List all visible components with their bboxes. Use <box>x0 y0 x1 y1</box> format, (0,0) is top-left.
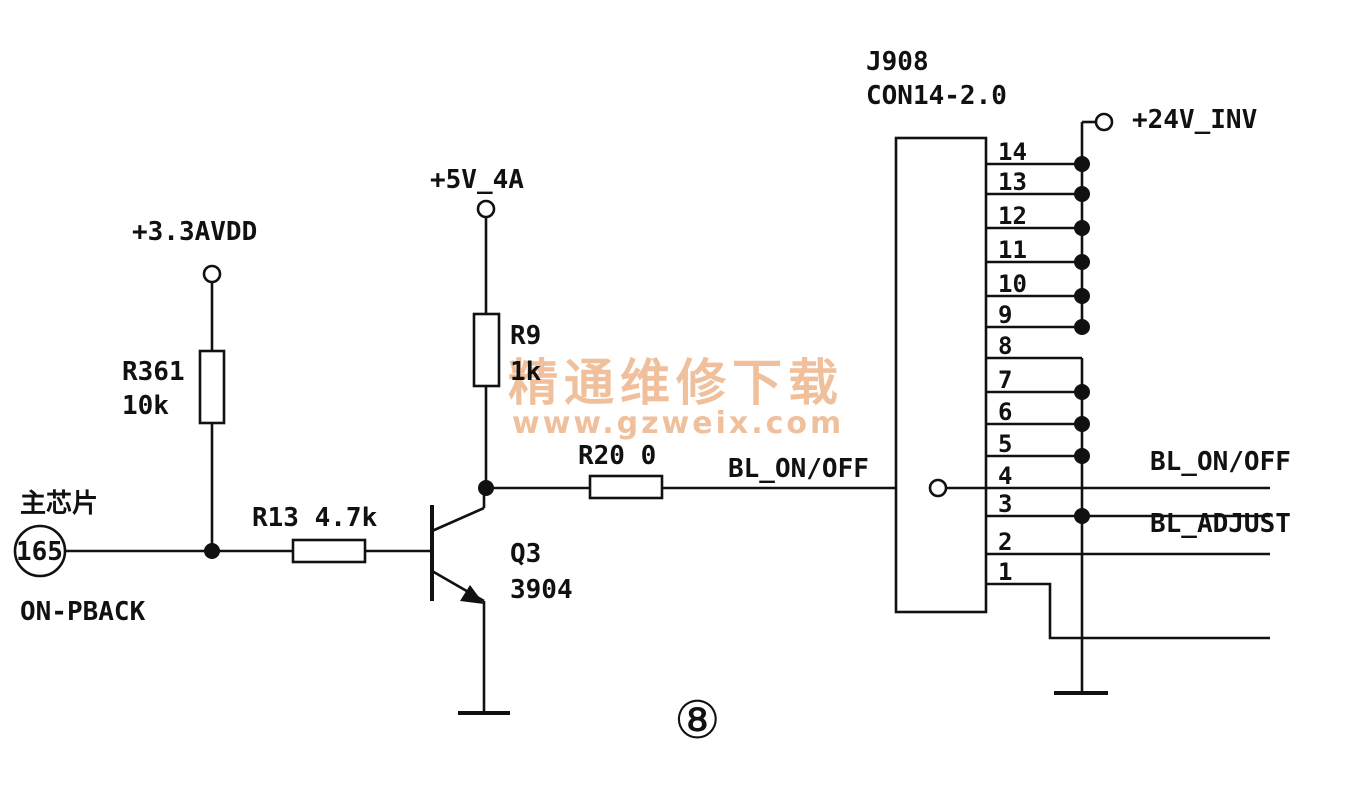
figure-number: ⑧ <box>674 691 721 751</box>
q3-emitter-arrow <box>460 585 484 604</box>
r20-resistor <box>588 474 664 500</box>
pin-label-4: 4 <box>998 462 1012 490</box>
pin-label-7: 7 <box>998 366 1012 394</box>
r9-name: R9 <box>510 321 541 351</box>
net-bl-onoff-label: BL_ON/OFF <box>728 454 869 484</box>
watermark-url: www.gzweix.com <box>512 406 844 441</box>
pin-label-9: 9 <box>998 301 1012 329</box>
r361-name: R361 <box>122 357 185 387</box>
pin-label-11: 11 <box>998 236 1027 264</box>
main-chip-label: 主芯片 <box>20 489 98 519</box>
pin-label-1: 1 <box>998 558 1012 586</box>
r20-label: R20 0 <box>578 441 656 471</box>
pin-label-5: 5 <box>998 430 1012 458</box>
q3-part: 3904 <box>510 575 573 605</box>
q3-name: Q3 <box>510 539 541 569</box>
pin-label-8: 8 <box>998 332 1012 360</box>
chip-pin-number: 165 <box>16 537 63 567</box>
wire-pin1-out <box>986 582 1270 640</box>
r361-value: 10k <box>122 391 169 421</box>
junction-r361 <box>204 543 220 559</box>
v5-terminal <box>476 199 496 219</box>
pin-label-10: 10 <box>998 270 1027 298</box>
on-pback-label: ON-PBACK <box>20 597 146 627</box>
j908-body <box>894 136 988 614</box>
pin-label-3: 3 <box>998 490 1012 518</box>
j908-name: J908 <box>866 47 929 77</box>
r361-resistor <box>198 349 226 425</box>
r13-label: R13 4.7k <box>252 503 378 533</box>
pin-label-6: 6 <box>998 398 1012 426</box>
v24-label: +24V_INV <box>1132 105 1257 135</box>
pin-label-13: 13 <box>998 168 1027 196</box>
v24-terminal <box>1094 112 1114 132</box>
r9-value: 1k <box>510 357 542 387</box>
out-bl-adjust-label: BL_ADJUST <box>1150 509 1291 539</box>
watermark-chinese: 精通维修下载 <box>508 353 844 412</box>
q3-collector-leg <box>431 506 485 533</box>
r9-resistor <box>472 312 501 388</box>
j908-part: CON14-2.0 <box>866 81 1007 111</box>
vdd33-terminal <box>202 264 222 284</box>
pin-label-14: 14 <box>998 138 1027 166</box>
out-bl-onoff-label: BL_ON/OFF <box>1150 447 1291 477</box>
r13-resistor <box>291 538 367 564</box>
pin-label-2: 2 <box>998 528 1012 556</box>
pin-label-12: 12 <box>998 202 1027 230</box>
v5-label: +5V_4A <box>430 165 524 195</box>
j908-pin4-marker <box>928 478 948 498</box>
vdd33-label: +3.3AVDD <box>132 217 257 247</box>
